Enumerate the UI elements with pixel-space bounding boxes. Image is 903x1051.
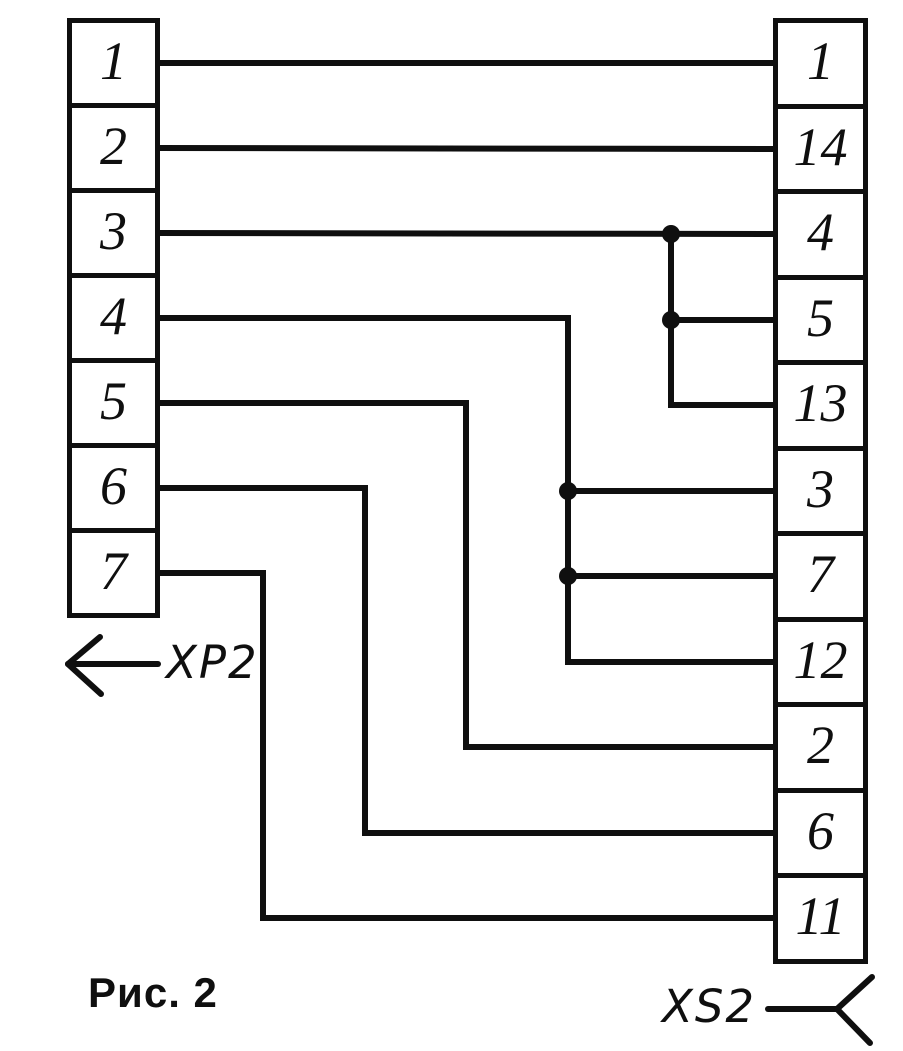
pin-number: 3	[100, 201, 127, 261]
xp2-pin-box-2: 2	[67, 103, 160, 193]
xs2-pin-box-1: 1	[773, 18, 868, 109]
pin-number: 5	[807, 287, 834, 348]
xs2-pin-box-14: 14	[773, 103, 868, 194]
junction-dot-1	[662, 225, 680, 243]
xs2-pin-box-3: 3	[773, 445, 868, 536]
junction-dot-4	[559, 567, 577, 585]
xs2-pin-box-11: 11	[773, 873, 868, 964]
xp2-connector-label: XP2	[166, 636, 259, 689]
pin-number: 12	[793, 629, 848, 690]
xp2-arrow-barb-lower	[65, 661, 104, 697]
wire-xp2-6-to-xs2-6	[157, 485, 781, 836]
pin-number: 2	[100, 116, 127, 176]
pin-number: 1	[807, 31, 834, 92]
xp2-arrow-barb-upper	[65, 634, 103, 667]
wire-xp2-7-to-xs2-11	[157, 570, 781, 921]
pin-number: 14	[793, 116, 848, 177]
pin-number: 6	[807, 800, 834, 861]
branch-xs2-4-to-xs2-13	[668, 231, 781, 408]
pin-number: 1	[100, 31, 127, 91]
pin-number: 4	[100, 286, 127, 346]
pin-number: 4	[807, 202, 834, 263]
xs2-pin-box-2: 2	[773, 702, 868, 793]
pin-number: 7	[807, 544, 834, 605]
xs2-pin-box-5: 5	[773, 274, 868, 365]
xp2-pin-box-4: 4	[67, 273, 160, 363]
xp2-pin-box-1: 1	[67, 18, 160, 108]
pin-number: 3	[807, 458, 834, 519]
pin-number: 13	[793, 373, 848, 434]
junction-dot-3	[559, 482, 577, 500]
xs2-connector-label: XS2	[662, 980, 757, 1033]
xs2-pin-box-6: 6	[773, 787, 868, 878]
junction-dot-2	[662, 311, 680, 329]
pin-number: 11	[795, 886, 846, 947]
xp2-pin-box-6: 6	[67, 443, 160, 533]
xp2-pin-box-7: 7	[67, 528, 160, 618]
xs2-pin-box-7: 7	[773, 531, 868, 622]
pin-number: 7	[100, 541, 127, 601]
xs2-pin-box-4: 4	[773, 189, 868, 280]
wire-xp2-3-to-xs2-4	[156, 229, 782, 238]
pin-number: 5	[100, 371, 127, 431]
xp2-pin-box-3: 3	[67, 188, 160, 278]
pin-number: 2	[807, 715, 834, 776]
xs2-pin-box-13: 13	[773, 360, 868, 451]
xs2-socket-prong-upper	[834, 974, 875, 1012]
xp2-pin-box-5: 5	[67, 358, 160, 448]
pin-number: 6	[100, 456, 127, 516]
wire-xp2-5-to-xs2-2	[157, 400, 781, 750]
xs2-socket-prong-lower	[834, 1006, 873, 1046]
wire-xp2-2-to-xs2-14	[156, 144, 782, 153]
xs2-pin-box-12: 12	[773, 616, 868, 707]
figure-caption: Рис. 2	[88, 969, 218, 1016]
